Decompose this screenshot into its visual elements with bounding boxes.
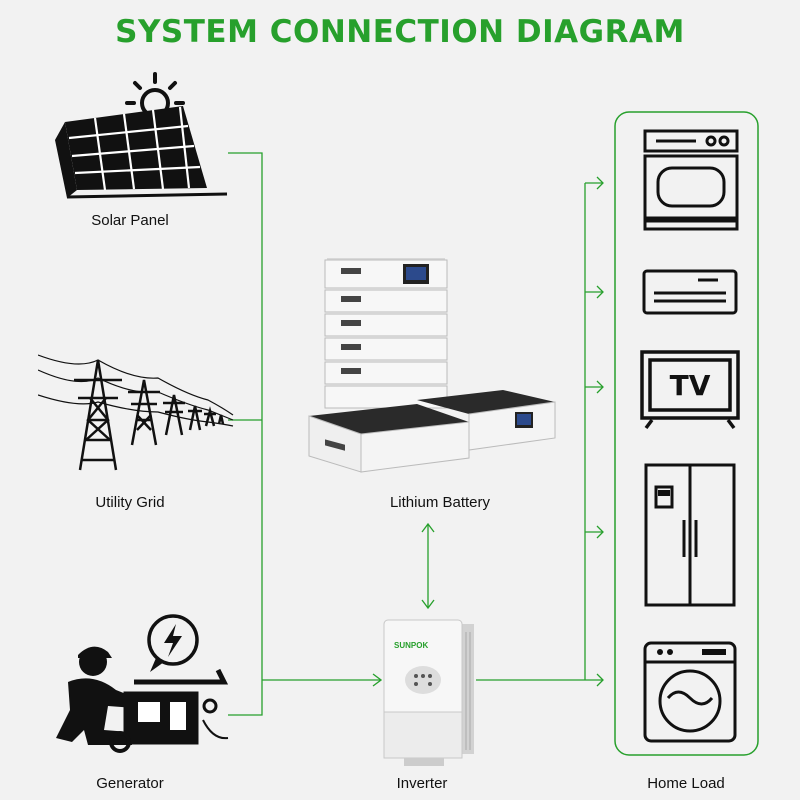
refrigerator-icon — [644, 463, 736, 607]
svg-text:SUNPOK: SUNPOK — [394, 641, 428, 650]
air-conditioner-icon — [642, 269, 738, 315]
utility-grid-label: Utility Grid — [95, 494, 165, 511]
lithium-battery-image — [308, 258, 556, 473]
washing-machine-icon — [643, 641, 737, 743]
solar-panel-label: Solar Panel — [91, 212, 169, 229]
tv-text: TV — [670, 369, 711, 402]
solar-line — [228, 152, 263, 716]
lightning-icon — [147, 614, 199, 672]
inverter-image: SUNPOK — [383, 619, 474, 766]
lithium-battery-label: Lithium Battery — [389, 494, 491, 511]
inverter-arrow-head — [372, 673, 383, 687]
generator-icon — [56, 614, 229, 753]
inverter-up-arrow-head — [421, 599, 435, 610]
diagram-title: SYSTEM CONNECTION DIAGRAM — [115, 14, 685, 50]
home-load-label: Home Load — [647, 775, 725, 792]
battery-arrow-head — [421, 522, 435, 533]
microwave-oven-icon — [643, 129, 739, 231]
inverter-label: Inverter — [396, 775, 448, 792]
utility-grid-icon — [38, 354, 234, 471]
generator-label: Generator — [96, 775, 164, 792]
home-load-box — [614, 111, 759, 756]
solar-panel-icon — [55, 72, 228, 199]
tv-icon: TV — [640, 350, 740, 430]
